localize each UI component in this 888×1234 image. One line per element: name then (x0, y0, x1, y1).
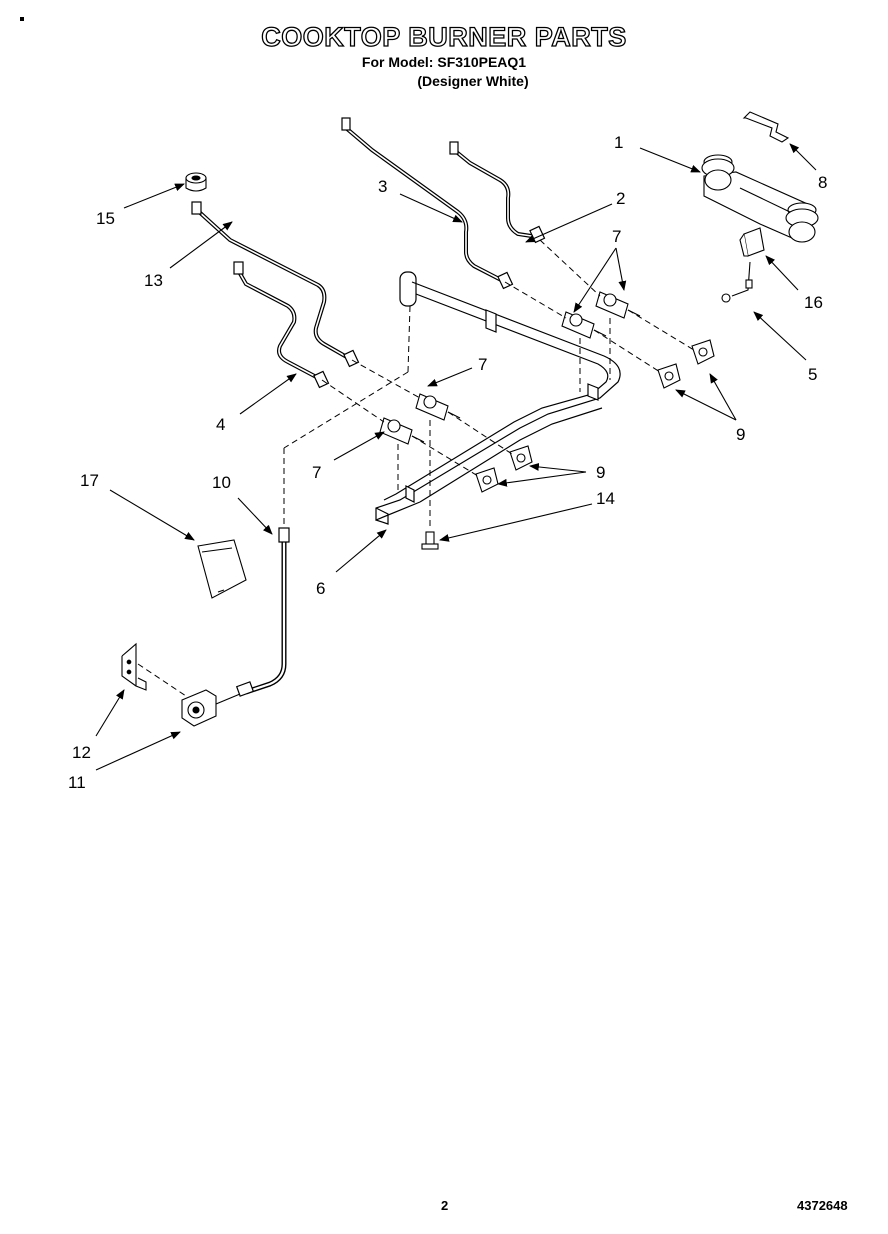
air-shutter-9-right-bottom (657, 363, 681, 389)
cap-15 (185, 172, 207, 192)
valve-7-left (379, 417, 425, 445)
callout-11: 11 (68, 773, 86, 792)
callout-6: 6 (316, 579, 325, 598)
callout-7-top: 7 (612, 227, 621, 246)
model-line: For Model: SF310PEAQ1 (0, 54, 888, 70)
callout-14: 14 (596, 489, 615, 508)
document-number: 4372648 (797, 1198, 848, 1213)
model-number: SF310PEAQ1 (437, 54, 527, 70)
model-variant: (Designer White) (417, 73, 529, 89)
callout-2: 2 (616, 189, 625, 208)
burner-tube-3 (341, 117, 514, 290)
regulator-valve-11 (181, 689, 241, 727)
valve-7-right (595, 291, 641, 319)
valve-7-center (415, 393, 461, 421)
mounting-bracket-12 (121, 642, 147, 691)
callout-7-center: 7 (478, 355, 487, 374)
leader-arrows (95, 143, 817, 771)
corner-mark (20, 17, 24, 21)
callout-labels: 1 2 3 4 5 6 7 7 7 8 9 9 10 11 12 13 14 1… (68, 133, 827, 792)
igniter-wire-5 (721, 261, 753, 303)
callout-15: 15 (96, 209, 115, 228)
air-shutter-9-left-top (509, 445, 533, 471)
callout-17: 17 (80, 471, 99, 490)
burner-tube-2 (449, 141, 546, 244)
burner-tube-13 (191, 201, 360, 368)
bracket-8 (742, 111, 790, 143)
burner-tube-4 (233, 261, 330, 389)
screw-14 (421, 531, 439, 550)
page-number: 2 (441, 1198, 449, 1213)
callout-13: 13 (144, 271, 163, 290)
callout-3: 3 (378, 177, 387, 196)
model-label: For Model: (361, 54, 434, 70)
page-title: COOKTOP BURNER PARTS (261, 21, 627, 52)
assembly-lines (137, 239, 695, 701)
burner-assembly-1 (701, 154, 819, 243)
manifold-6 (375, 271, 621, 525)
callout-9-left: 9 (596, 463, 605, 482)
callout-8: 8 (818, 173, 827, 192)
callout-4: 4 (216, 415, 225, 434)
label-17 (197, 539, 247, 599)
callout-9-right: 9 (736, 425, 745, 444)
callout-7-left: 7 (312, 463, 321, 482)
supply-tube-10 (235, 527, 290, 697)
callout-1: 1 (614, 133, 623, 152)
callout-12: 12 (72, 743, 91, 762)
bracket-16 (739, 227, 765, 257)
air-shutter-9-right-top (691, 339, 715, 365)
callout-10: 10 (212, 473, 231, 492)
callout-5: 5 (808, 365, 817, 384)
callout-16: 16 (804, 293, 823, 312)
air-shutter-9-left-bottom (475, 467, 499, 493)
valve-7-mid (561, 311, 607, 339)
